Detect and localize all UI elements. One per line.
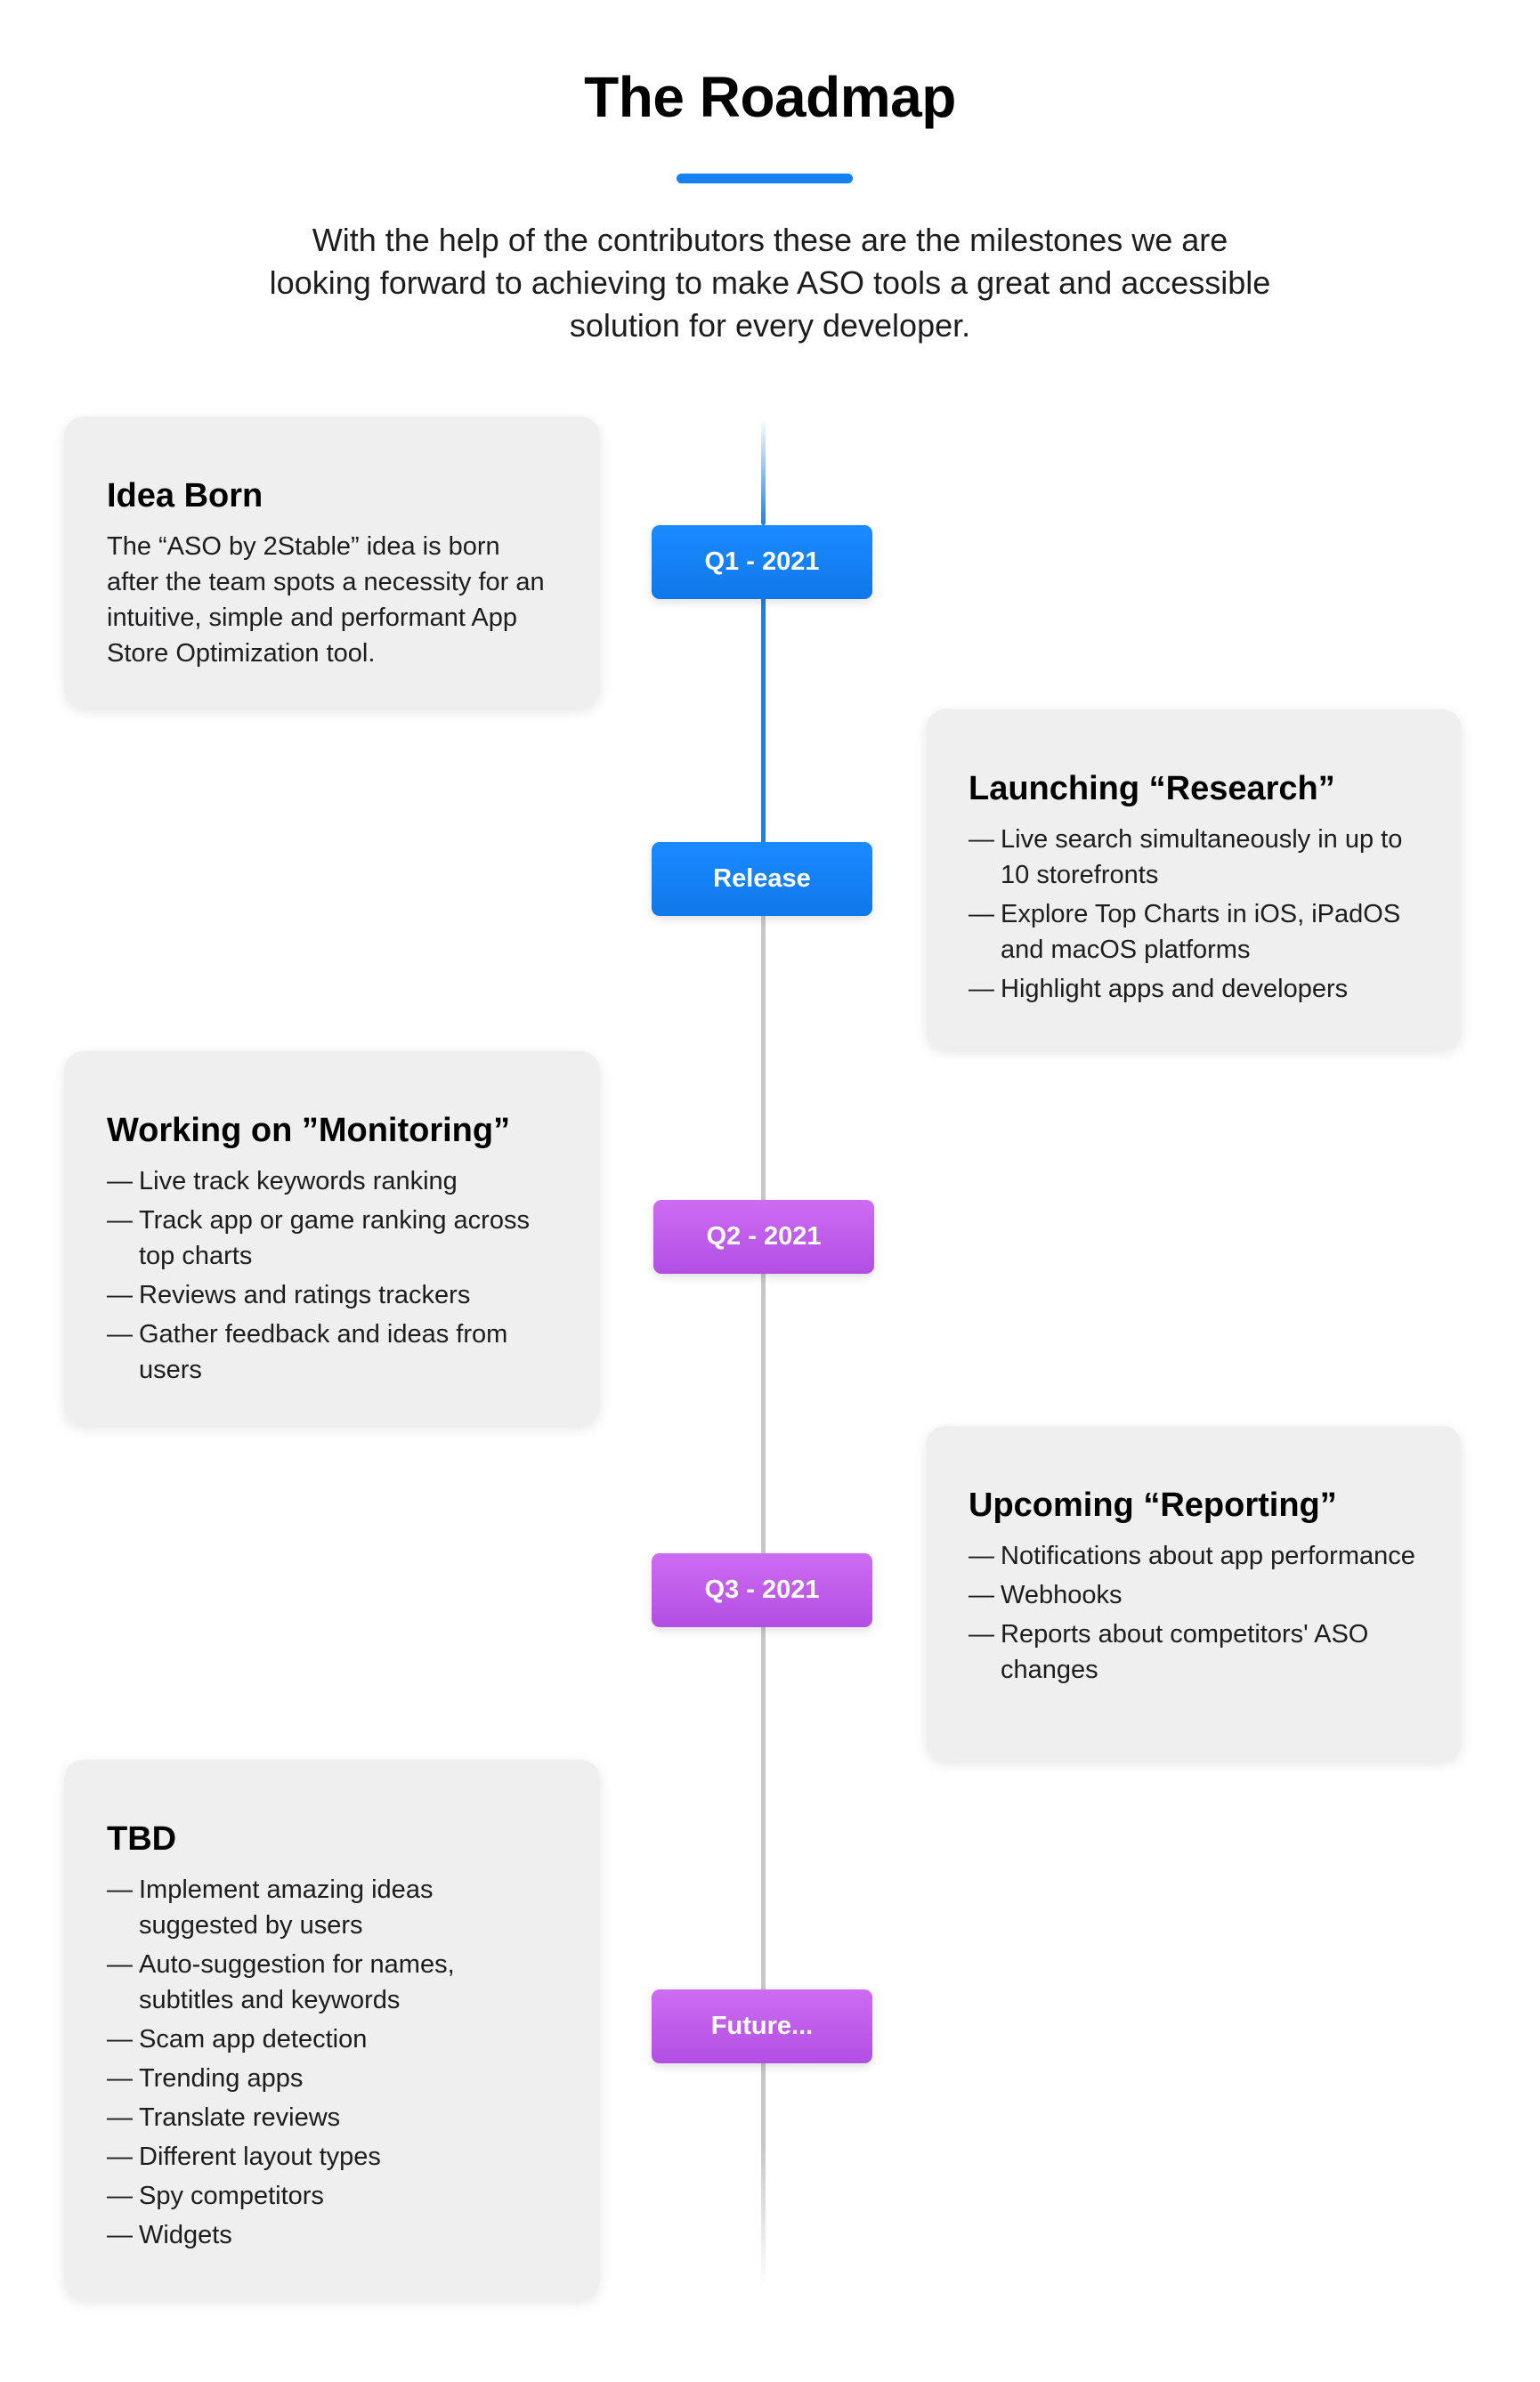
bullet-dash: — — [107, 1206, 133, 1235]
timeline-line-fade — [761, 418, 766, 525]
card-title: Idea Born — [107, 477, 263, 514]
bullet-dash: — — [969, 975, 994, 1003]
list-item: —Live track keywords ranking — [107, 1163, 555, 1199]
milestone-q3-2021: Q3 - 2021 — [652, 1553, 872, 1627]
card-list: —Notifications about app performance —We… — [969, 1538, 1417, 1688]
card-list: —Implement amazing ideas suggested by us… — [107, 1872, 555, 2253]
list-item: —Reports about competitors' ASO changes — [969, 1616, 1417, 1688]
list-item: —Different layout types — [107, 2139, 555, 2175]
card-text: The “ASO by 2Stable” idea is born after … — [107, 532, 545, 668]
bullet-dash: — — [969, 1620, 994, 1649]
card-title: Upcoming “Reporting” — [969, 1487, 1337, 1524]
bullet-dash: — — [107, 1876, 133, 1904]
bullet-dash: — — [107, 1320, 133, 1349]
card-tbd: TBD —Implement amazing ideas suggested b… — [64, 1760, 600, 2299]
bullet-dash: — — [107, 2025, 133, 2054]
bullet-dash: — — [107, 2143, 133, 2171]
card-list: —Live search simultaneously in up to 10 … — [969, 822, 1417, 1007]
timeline-line-completed — [761, 525, 766, 863]
bullet-dash: — — [107, 2182, 133, 2210]
bullet-dash: — — [969, 825, 994, 854]
bullet-dash: — — [107, 1167, 133, 1195]
list-item: —Webhooks — [969, 1577, 1417, 1613]
list-item: —Track app or game ranking across top ch… — [107, 1203, 555, 1274]
list-item: —Live search simultaneously in up to 10 … — [969, 822, 1417, 893]
list-item: —Implement amazing ideas suggested by us… — [107, 1872, 555, 1943]
list-item: —Widgets — [107, 2217, 555, 2253]
card-launching-research: Launching “Research” —Live search simult… — [926, 709, 1462, 1049]
card-title: Working on ”Monitoring” — [107, 1112, 511, 1149]
bullet-dash: — — [969, 1542, 994, 1570]
card-upcoming-reporting: Upcoming “Reporting” —Notifications abou… — [926, 1426, 1462, 1761]
card-title: Launching “Research” — [969, 770, 1335, 807]
milestone-release: Release — [652, 842, 872, 916]
bullet-dash: — — [107, 2221, 133, 2249]
bullet-dash: — — [969, 900, 994, 928]
card-working-monitoring: Working on ”Monitoring” —Live track keyw… — [64, 1051, 600, 1425]
list-item: —Translate reviews — [107, 2100, 555, 2135]
list-item: —Highlight apps and developers — [969, 971, 1417, 1007]
list-item: —Explore Top Charts in iOS, iPadOS and m… — [969, 896, 1417, 968]
list-item: —Spy competitors — [107, 2178, 555, 2214]
list-item: —Reviews and ratings trackers — [107, 1277, 555, 1313]
card-title: TBD — [107, 1820, 177, 1858]
card-list: —Live track keywords ranking —Track app … — [107, 1163, 555, 1388]
bullet-dash: — — [107, 1281, 133, 1309]
milestone-q1-2021: Q1 - 2021 — [652, 525, 872, 599]
milestone-q2-2021: Q2 - 2021 — [653, 1200, 874, 1274]
page-subtitle: With the help of the contributors these … — [269, 222, 1271, 344]
list-item: —Trending apps — [107, 2061, 555, 2096]
milestone-future: Future... — [652, 1989, 872, 2063]
list-item: —Gather feedback and ideas from users — [107, 1317, 555, 1388]
bullet-dash: — — [107, 2064, 133, 2093]
title-underline — [677, 174, 853, 183]
list-item: —Auto-suggestion for names, subtitles an… — [107, 1947, 555, 2018]
bullet-dash: — — [969, 1581, 994, 1609]
list-item: —Notifications about app performance — [969, 1538, 1417, 1574]
list-item: —Scam app detection — [107, 2021, 555, 2057]
page-title: The Roadmap — [584, 65, 956, 129]
bullet-dash: — — [107, 1950, 133, 1979]
card-idea-born: Idea Born The “ASO by 2Stable” idea is b… — [64, 417, 600, 708]
bullet-dash: — — [107, 2103, 133, 2132]
